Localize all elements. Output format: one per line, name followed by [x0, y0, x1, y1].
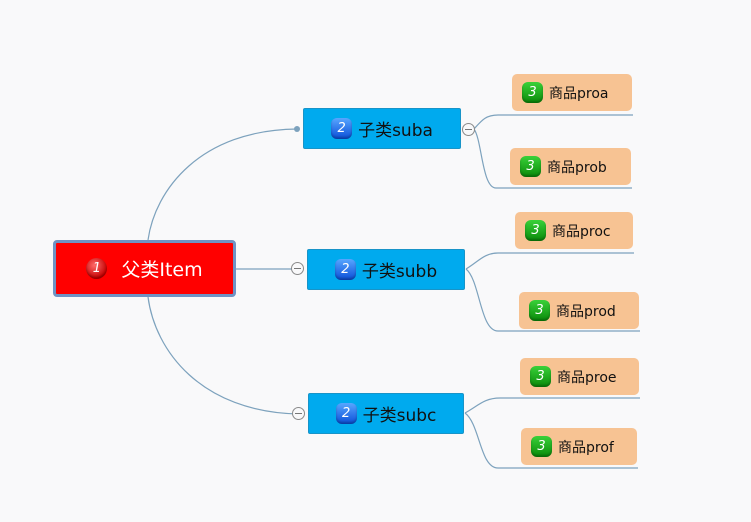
- leaf-topic-proc[interactable]: 3 商品proc: [515, 212, 633, 249]
- root-topic-label: 父类Item: [121, 259, 203, 281]
- priority-3-icon: 3: [529, 300, 550, 321]
- branch-suba-proa: [473, 114, 633, 130]
- collapse-toggle-suba[interactable]: [462, 123, 475, 136]
- leaf-topic-prof[interactable]: 3 商品prof: [521, 428, 637, 465]
- leaf-topic-label: 商品proe: [557, 369, 617, 386]
- leaf-topic-label: 商品proc: [552, 223, 611, 240]
- collapse-toggle-subb[interactable]: [291, 262, 304, 275]
- branch-end-dot: [294, 126, 300, 132]
- leaf-topic-prod[interactable]: 3 商品prod: [519, 292, 639, 329]
- subtopic-subc[interactable]: 2 子类subc: [308, 393, 464, 434]
- root-topic[interactable]: 1 父类Item: [53, 240, 236, 297]
- priority-3-icon: 3: [525, 220, 546, 241]
- priority-3-icon: 3: [522, 82, 543, 103]
- branch-subc-proe: [464, 397, 640, 414]
- leaf-topic-proa[interactable]: 3 商品proa: [512, 74, 632, 111]
- subtopic-label: 子类suba: [358, 121, 433, 141]
- branch-suba-prob: [473, 128, 632, 189]
- collapse-toggle-subc[interactable]: [292, 407, 305, 420]
- subtopic-label: 子类subc: [362, 406, 437, 426]
- branch-root-suba: [147, 128, 298, 241]
- branch-subc-prof: [464, 412, 638, 469]
- priority-3-icon: 3: [530, 366, 551, 387]
- branch-root-subc: [147, 296, 300, 415]
- subtopic-subb[interactable]: 2 子类subb: [307, 249, 465, 290]
- priority-2-icon: 2: [335, 403, 357, 424]
- leaf-topic-label: 商品proa: [549, 85, 609, 102]
- subtopic-label: 子类subb: [361, 262, 438, 282]
- leaf-topic-prob[interactable]: 3 商品prob: [510, 148, 631, 185]
- priority-2-icon: 2: [334, 259, 356, 280]
- leaf-topic-proe[interactable]: 3 商品proe: [520, 358, 639, 395]
- subtopic-suba[interactable]: 2 子类suba: [303, 108, 461, 149]
- leaf-topic-label: 商品prob: [547, 159, 607, 176]
- branch-subb-prod: [465, 268, 640, 332]
- priority-2-icon: 2: [331, 118, 353, 139]
- priority-3-icon: 3: [531, 436, 552, 457]
- leaf-topic-label: 商品prof: [558, 439, 614, 456]
- priority-3-icon: 3: [520, 156, 541, 177]
- branch-subb-proc: [465, 252, 634, 270]
- leaf-topic-label: 商品prod: [556, 303, 616, 320]
- priority-1-icon: 1: [86, 258, 108, 279]
